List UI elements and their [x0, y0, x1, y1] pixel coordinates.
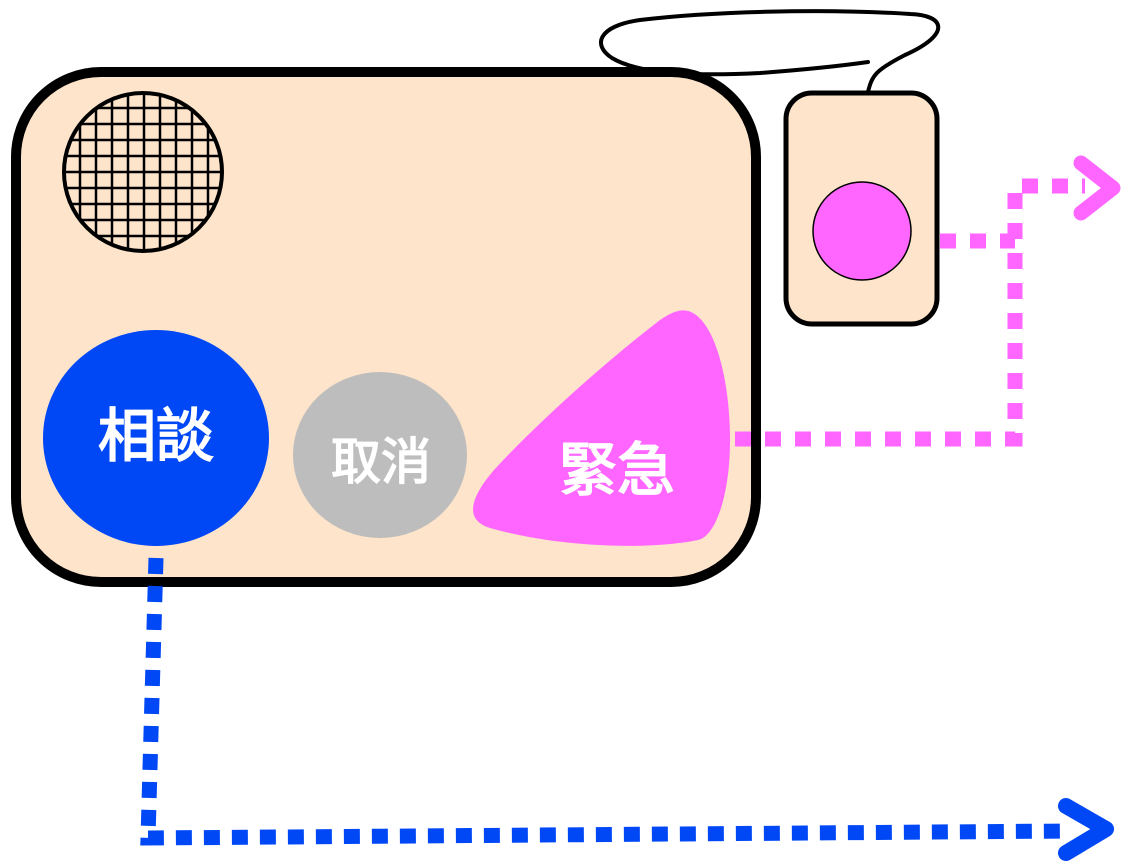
consult-button-label: 相談 [98, 402, 214, 470]
pendant-button[interactable] [812, 181, 912, 281]
pendant-call-button-icon [783, 90, 940, 327]
cancel-button[interactable]: 取消 [293, 372, 467, 538]
emergency-button[interactable]: 緊急 [473, 310, 730, 546]
cancel-button-label: 取消 [331, 433, 431, 491]
consult-button[interactable]: 相談 [43, 330, 269, 546]
speaker-grille-icon [62, 91, 224, 253]
emergency-button-label: 緊急 [559, 436, 675, 504]
consult-signal-line [140, 557, 1071, 846]
emergency-signal-line [735, 178, 1085, 447]
emergency-arrowhead-icon [1073, 155, 1121, 221]
consult-arrowhead-icon [1058, 798, 1114, 861]
pendant-cord [599, 9, 941, 94]
